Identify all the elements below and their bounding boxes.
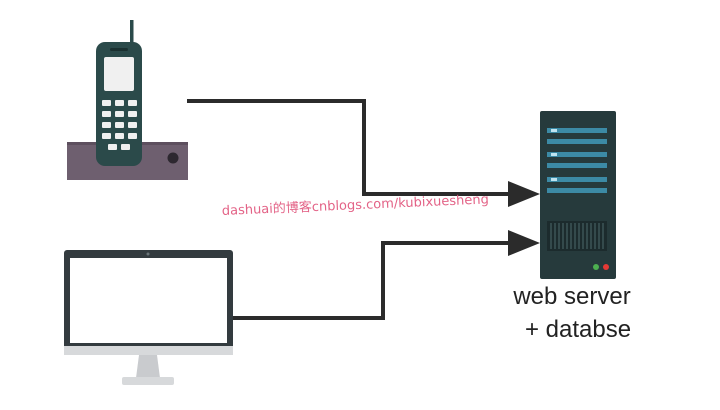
connector-monitor-to-server xyxy=(233,241,510,320)
phone-antenna xyxy=(130,20,134,46)
connector-phone-to-server xyxy=(187,99,510,196)
watermark-text: dashuai的博客cnblogs.com/kubixuesheng xyxy=(221,191,489,219)
phone-screen xyxy=(104,57,134,91)
server-label-line1: web server xyxy=(512,283,630,310)
arrowhead-phone xyxy=(508,181,540,207)
server-led-red xyxy=(603,264,609,270)
cordless-phone-icon xyxy=(67,20,188,180)
server-body xyxy=(540,111,616,279)
monitor-icon xyxy=(64,250,233,385)
monitor-screen xyxy=(70,258,227,343)
server-icon xyxy=(540,111,616,279)
arrowhead-monitor xyxy=(508,230,540,256)
server-label-line2: + databse xyxy=(525,316,631,343)
server-vent xyxy=(547,221,607,251)
server-drive-bars xyxy=(547,128,607,193)
phone-base-button xyxy=(167,152,179,164)
monitor-stand xyxy=(136,355,160,378)
server-led-green xyxy=(593,264,599,270)
monitor-foot xyxy=(122,377,174,385)
phone-keypad xyxy=(102,100,137,150)
